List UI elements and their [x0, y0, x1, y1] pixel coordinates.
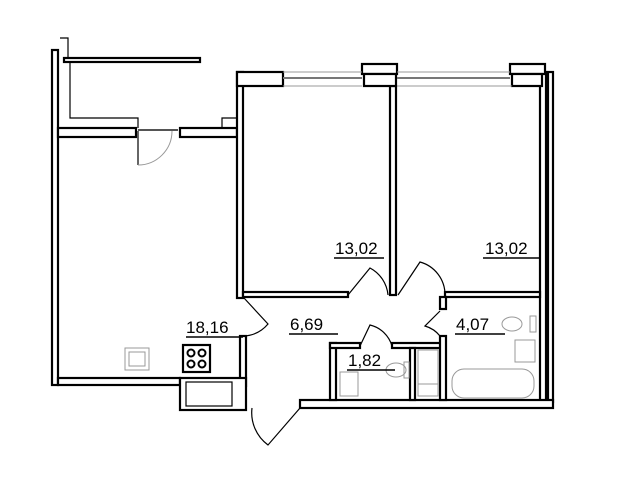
room-area-hallway: 6,69: [290, 315, 323, 334]
washbasin-icon: [339, 339, 536, 397]
balcony: [56, 56, 239, 166]
exterior-walls: [50, 37, 182, 387]
cabinet-icon: [185, 381, 233, 407]
closet-icon: [417, 349, 439, 397]
interior-walls: [178, 70, 555, 412]
toilet-icon: [385, 315, 537, 379]
windows: [235, 62, 547, 88]
bathtub-icon: [451, 368, 535, 399]
stove-icon: [181, 343, 212, 374]
room-area-kitchen: 18,16: [186, 318, 229, 337]
doors: [243, 261, 446, 446]
room-area-bedroom-1: 13,02: [335, 239, 378, 258]
room-area-toilet: 1,82: [348, 351, 381, 370]
room-area-bathroom: 4,07: [456, 315, 489, 334]
room-area-bedroom-2: 13,02: [485, 239, 528, 258]
room-labels: 18,16 6,69 13,02 13,02 1,82 4,07: [186, 239, 540, 371]
balcony-door: [137, 130, 173, 166]
kitchen-sink-icon: [124, 347, 150, 371]
